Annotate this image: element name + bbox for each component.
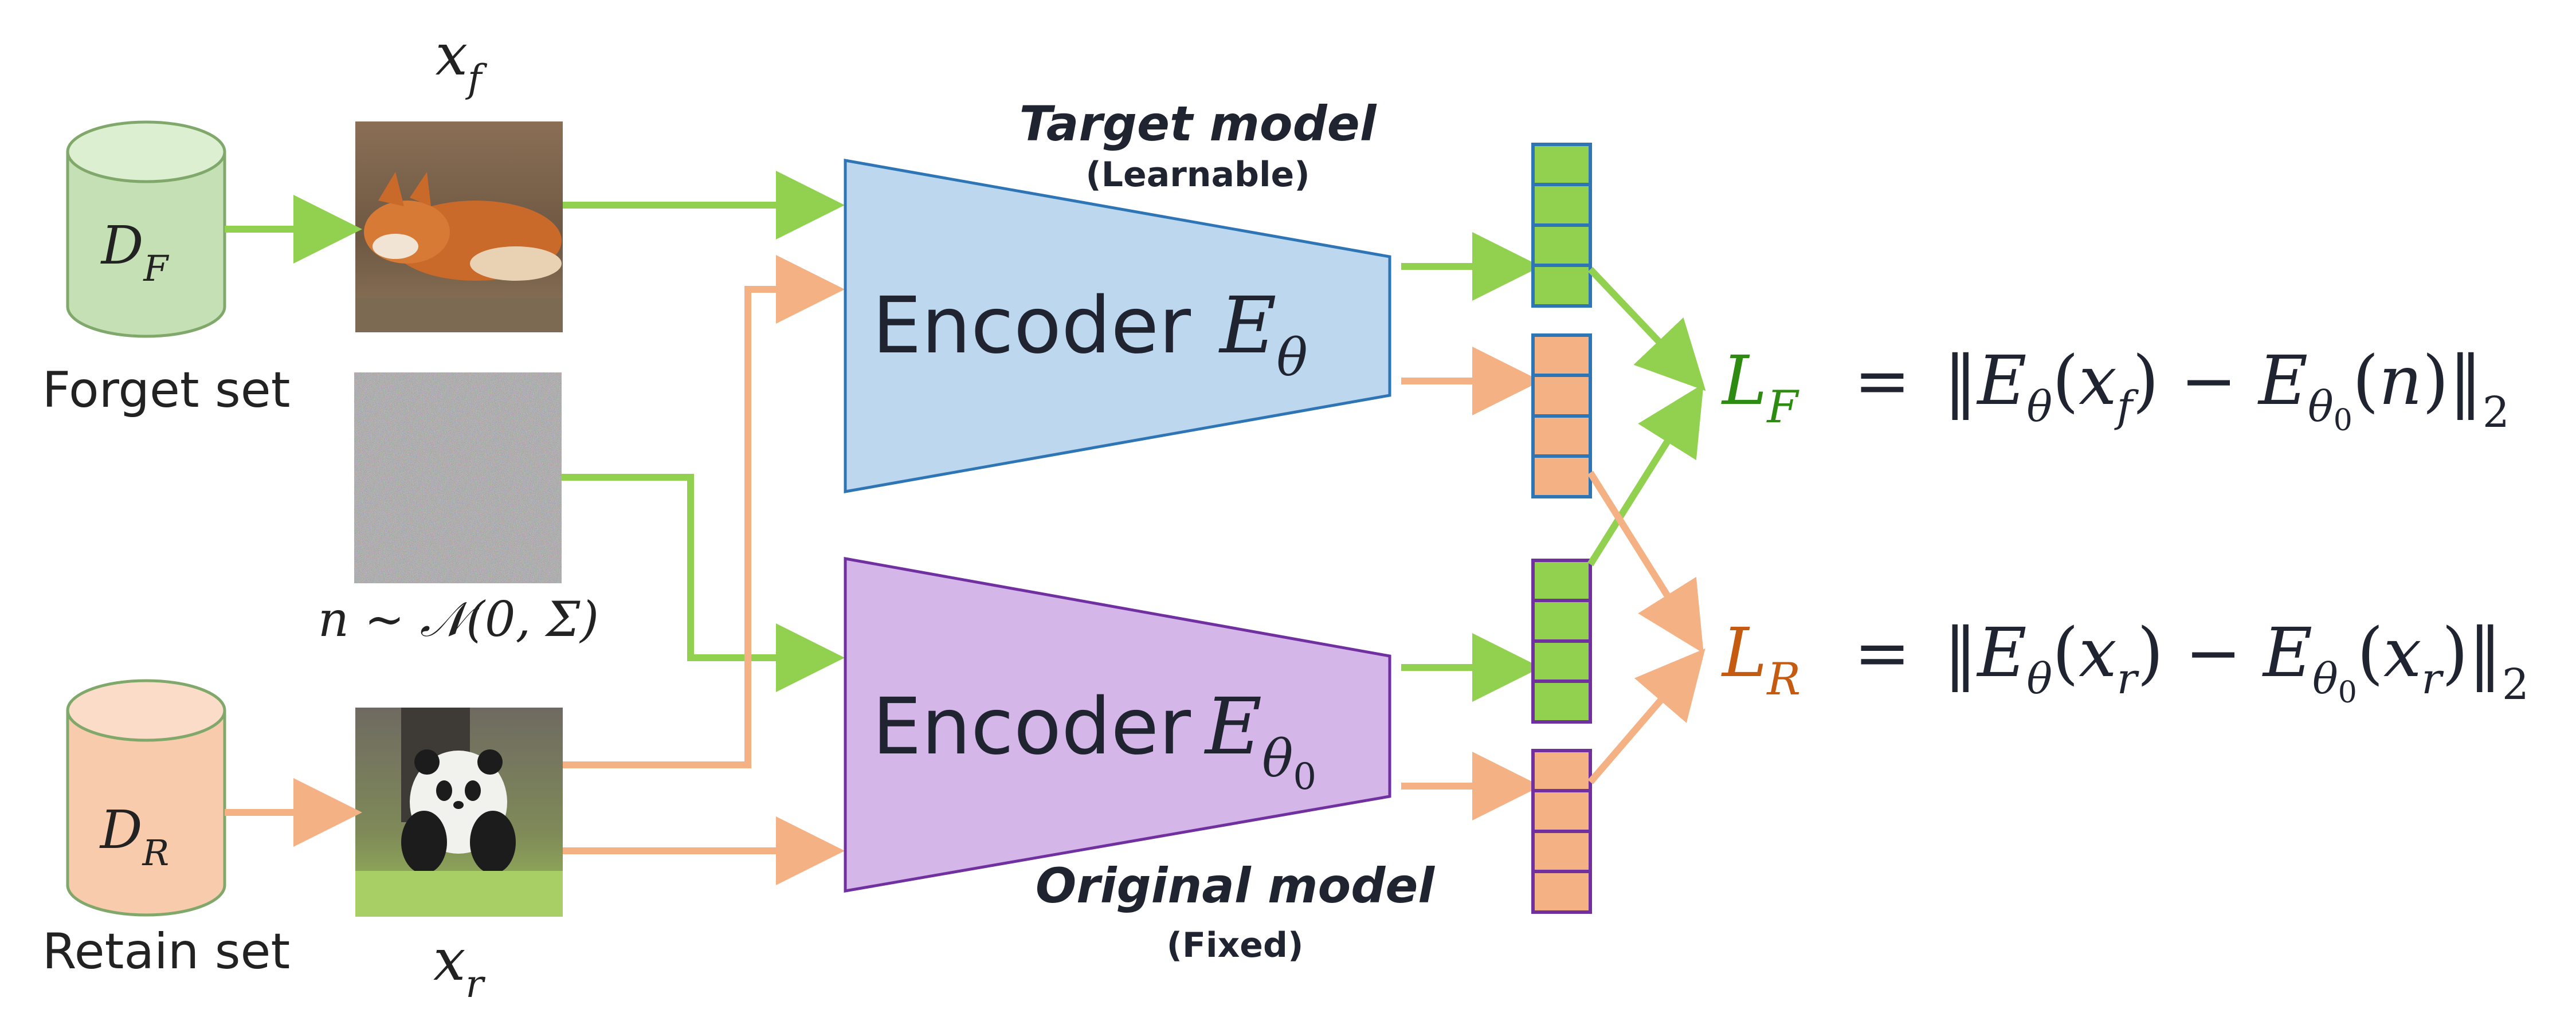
panda-image [355, 708, 563, 917]
target-encoder-trapezoid [844, 159, 1391, 493]
forget-set-symbol: DF [100, 215, 170, 289]
arrow-original-retain-feature-to-retain-loss [1587, 648, 1705, 784]
gaussian-noise-image [354, 372, 562, 583]
forget-image-label: xf [436, 21, 488, 101]
fox-image [355, 121, 563, 332]
target-encoder-label: Encoder [872, 281, 1191, 371]
original-encoder-symbol: Eθ0 [1203, 682, 1316, 798]
original-noise-feature-vector [1531, 559, 1592, 724]
target-model-subtitle: (Learnable) [1085, 155, 1309, 195]
original-retain-feature-vector [1531, 749, 1592, 914]
arrow-forget-feature-to-forget-loss [1587, 266, 1706, 391]
target-encoder-symbol: Eθ [1218, 281, 1307, 388]
retain-set-database-icon [66, 679, 226, 917]
target-model-title: Target model [1019, 96, 1377, 152]
forget-set-database-icon [66, 120, 226, 338]
target-forget-feature-vector [1531, 143, 1592, 308]
arrow-noise-to-original-encoder [562, 474, 845, 692]
retain-set-symbol: DR [99, 799, 169, 874]
original-model-title: Original model [1036, 858, 1435, 914]
forget-loss-formula: = ‖Eθ(xf) − Eθ0(n)‖2 [1854, 341, 2510, 438]
original-encoder-label: Encoder [872, 682, 1191, 772]
retain-image-label: xr [433, 926, 485, 1006]
noise-distribution-label: n ~ 𝒩(0, Σ) [318, 591, 599, 647]
retain-set-label: Retain set [42, 923, 290, 980]
target-retain-feature-vector [1531, 333, 1592, 498]
retain-loss-formula: = ‖Eθ(xr) − Eθ0(xr)‖2 [1854, 613, 2529, 710]
forget-loss-symbol: LF [1721, 341, 1799, 433]
original-encoder-trapezoid [844, 557, 1391, 893]
forget-set-label: Forget set [42, 362, 291, 419]
retain-loss-symbol: LR [1721, 613, 1801, 705]
arrow-target-retain-feature-to-retain-loss [1587, 470, 1704, 654]
original-model-subtitle: (Fixed) [1167, 925, 1304, 965]
arrow-retain-image-to-target-encoder [563, 255, 845, 768]
arrow-noise-feature-to-forget-loss [1587, 383, 1704, 567]
